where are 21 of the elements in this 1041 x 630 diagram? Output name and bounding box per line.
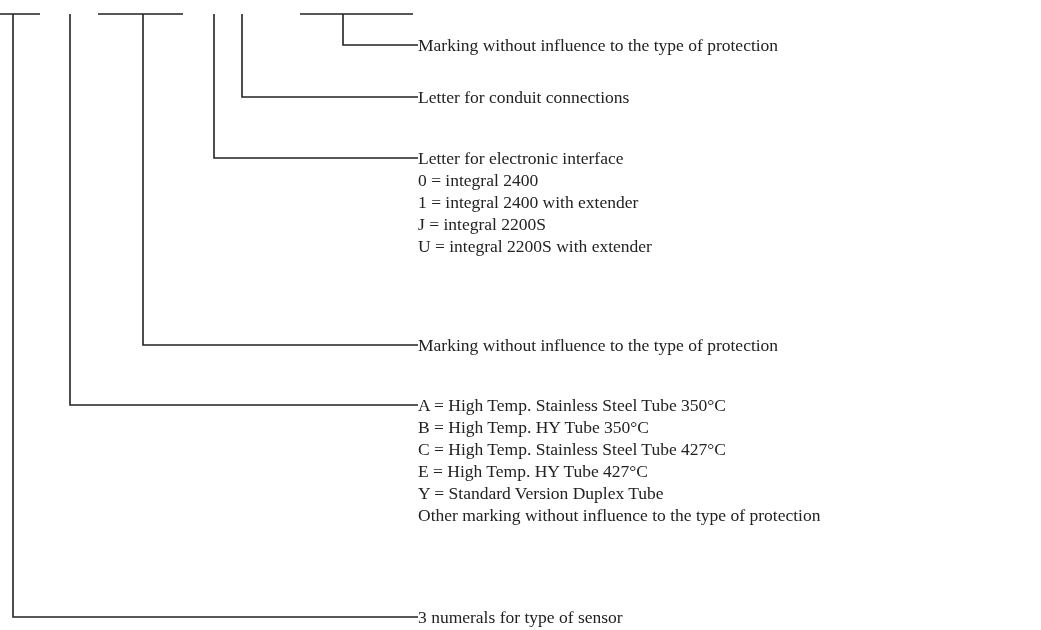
- leader-line: [97, 13, 419, 346]
- key-text: J = integral 2200S: [418, 213, 547, 235]
- key-text: 0 = integral 2400: [418, 169, 540, 191]
- leader-line: [299, 13, 419, 46]
- key-text: Letter for electronic interface: [418, 147, 625, 169]
- leader-line: [213, 13, 419, 159]
- key-text: B = High Temp. HY Tube 350°C: [418, 416, 651, 438]
- key-text: Marking without influence to the type of protection: [418, 34, 779, 56]
- leader-line: [69, 13, 419, 406]
- key-text: U = integral 2200S with extender: [418, 235, 652, 257]
- key-text: 3 numerals for type of sensor: [418, 606, 623, 628]
- key-text: Marking without influence to the type of protection: [418, 334, 779, 356]
- key-text: Letter for conduit connections: [418, 86, 630, 108]
- leader-line: [241, 13, 419, 98]
- key-text: 1 = integral 2400 with extender: [418, 191, 640, 213]
- key-text: Y = Standard Version Duplex Tube: [418, 482, 665, 504]
- key-text: C = High Temp. Stainless Steel Tube 427°C: [418, 438, 727, 460]
- key-text: Other marking without influence to the type of protection: [418, 504, 821, 526]
- leader-line: [0, 13, 419, 618]
- key-text: A = High Temp. Stainless Steel Tube 350°C: [418, 394, 727, 416]
- key-text: E = High Temp. HY Tube 427°C: [418, 460, 650, 482]
